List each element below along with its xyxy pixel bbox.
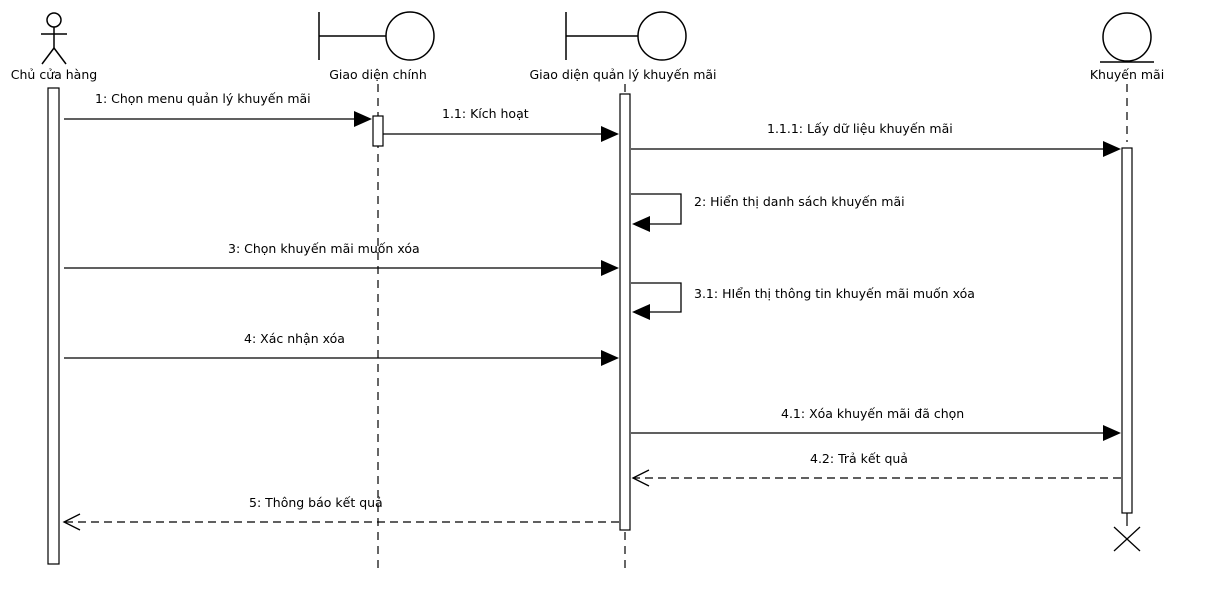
message-label-2: 2: Hiển thị danh sách khuyến mãi xyxy=(694,194,905,209)
message-label-1: 1: Chọn menu quản lý khuyến mãi xyxy=(95,91,311,106)
message-1-1-1 xyxy=(631,141,1121,157)
message-4-2-reply xyxy=(631,469,1121,487)
participant-label-promo-ui: Giao diện quản lý khuyến mãi xyxy=(529,67,716,82)
participant-label-promo: Khuyến mãi xyxy=(1090,67,1164,82)
participant-label-main-ui: Giao diện chính xyxy=(329,67,427,82)
activation-owner xyxy=(47,87,60,565)
participant-label-owner: Chủ cửa hàng xyxy=(11,67,97,82)
destroy-mark-icon xyxy=(1113,526,1141,552)
boundary-main-ui-icon xyxy=(318,11,435,61)
activation-main-ui xyxy=(372,115,384,147)
message-label-4-1: 4.1: Xóa khuyến mãi đã chọn xyxy=(781,406,964,421)
message-label-3: 3: Chọn khuyến mãi muốn xóa xyxy=(228,241,420,256)
message-3-1-self xyxy=(631,282,682,320)
message-2-self xyxy=(631,193,682,232)
message-1-1 xyxy=(383,126,619,142)
message-1 xyxy=(64,111,372,127)
activation-promo xyxy=(1121,147,1133,514)
message-5-reply xyxy=(62,513,619,531)
actor-owner-icon xyxy=(41,12,67,65)
message-4 xyxy=(64,350,619,366)
activation-promo-ui xyxy=(619,93,631,531)
message-label-1-1-1: 1.1.1: Lấy dữ liệu khuyến mãi xyxy=(767,121,953,136)
message-4-1 xyxy=(631,425,1121,441)
boundary-promo-ui-icon xyxy=(565,11,687,61)
message-label-4-2: 4.2: Trả kết quả xyxy=(810,451,908,466)
message-label-1-1: 1.1: Kích hoạt xyxy=(442,106,529,121)
message-label-5: 5: Thông báo kết quả xyxy=(249,495,383,510)
entity-promo-icon xyxy=(1100,12,1154,63)
message-3 xyxy=(64,260,619,276)
message-label-4: 4: Xác nhận xóa xyxy=(244,331,345,346)
message-label-3-1: 3.1: HIển thị thông tin khuyến mãi muốn … xyxy=(694,286,975,301)
